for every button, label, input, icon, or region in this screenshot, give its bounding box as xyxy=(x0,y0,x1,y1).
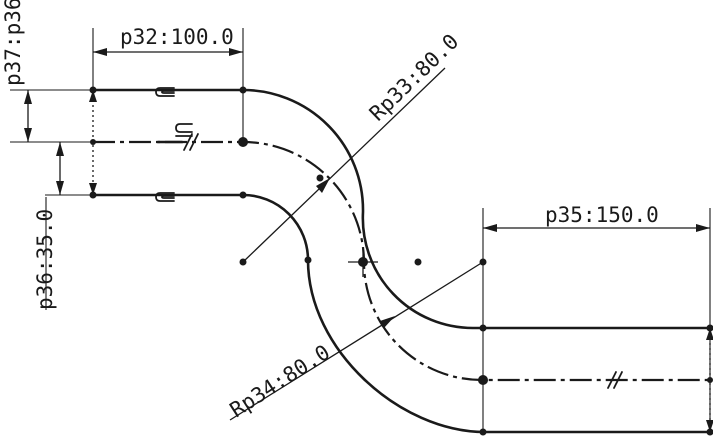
vertex-point xyxy=(414,258,422,266)
dimension-top-length[interactable]: p32:100.0 xyxy=(93,25,243,56)
vertex-point xyxy=(238,137,248,147)
dimension-label-right-length: p35:150.0 xyxy=(545,203,659,227)
sketch-points[interactable] xyxy=(89,86,713,436)
center-line[interactable] xyxy=(93,140,710,382)
vertex-point xyxy=(479,428,487,436)
arc-center-point xyxy=(479,258,487,266)
dimension-label-outer-radius: Rp33:80.0 xyxy=(365,29,464,125)
parallel-icon xyxy=(155,192,175,202)
dimension-label-inner-radius: Rp34:80.0 xyxy=(226,340,335,422)
constraint-symbols[interactable] xyxy=(155,87,623,389)
vertex-point xyxy=(706,428,713,436)
vertex-point xyxy=(90,139,96,145)
vertex-point xyxy=(239,191,247,199)
vertex-point xyxy=(706,324,713,332)
dimension-right-length[interactable]: p35:150.0 xyxy=(483,203,710,232)
parallel-mark-icon xyxy=(607,371,623,389)
dimension-label-offset-stack: p37:p36 xyxy=(1,0,25,86)
vertex-point xyxy=(478,375,488,385)
dimension-offset-stack[interactable]: p37:p36 xyxy=(1,0,32,142)
vertex-point xyxy=(316,174,324,182)
dimension-inner-radius[interactable]: Rp34:80.0 xyxy=(226,261,484,422)
vertex-point xyxy=(707,377,713,383)
dimension-label-offset-lower: p36:35.0 xyxy=(33,209,57,310)
vertex-point xyxy=(239,86,247,94)
parallel-icon xyxy=(155,87,175,97)
vertex-point xyxy=(304,256,312,264)
vertex-point xyxy=(479,324,487,332)
arc-center-point xyxy=(239,258,247,266)
parallel-icon xyxy=(175,123,193,137)
top-profile-line[interactable] xyxy=(91,88,712,330)
parallel-mark-icon xyxy=(183,133,199,151)
dimension-offset-lower[interactable]: p36:35.0 xyxy=(33,142,64,310)
dimension-label-top-length: p32:100.0 xyxy=(120,25,234,49)
